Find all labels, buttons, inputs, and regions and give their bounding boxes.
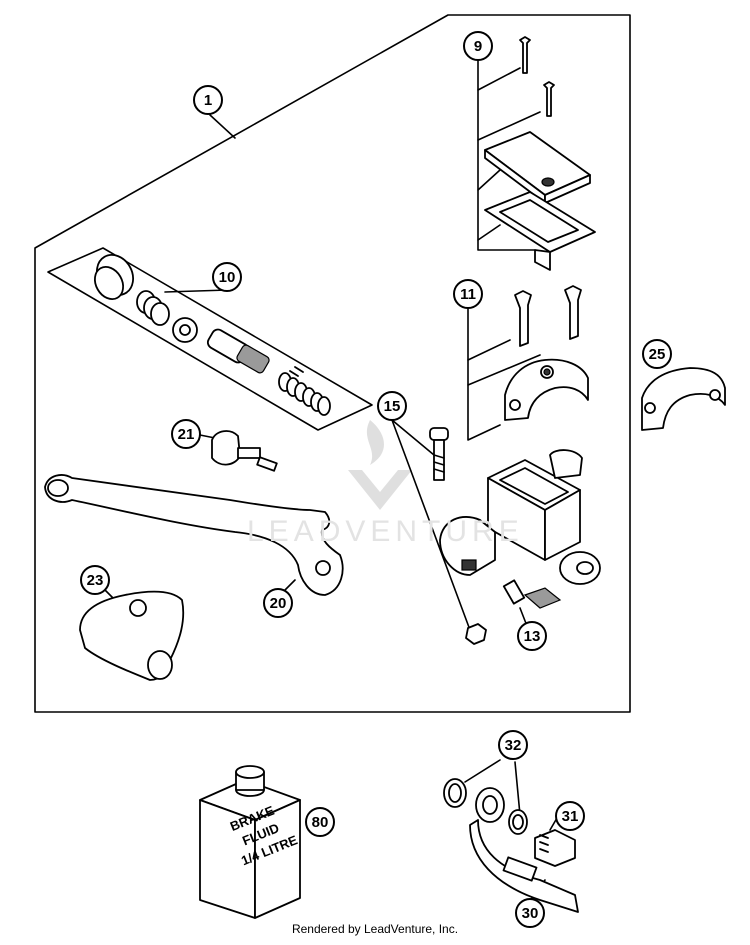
svg-text:21: 21 [178,426,195,443]
callout-11: 11 [453,279,483,309]
pivot-bolt [429,427,487,645]
svg-text:11: 11 [460,286,476,303]
callout-25: 25 [642,339,672,369]
brake-hose [443,778,579,913]
callout-13: 13 [517,621,547,651]
callout-30: 30 [515,898,545,928]
brake-fluid-bottle [199,765,301,919]
callout-10: 10 [212,262,242,292]
kit-outline [34,14,631,713]
footer-credit: Rendered by LeadVenture, Inc. [291,922,459,936]
reservoir-cover [484,36,596,271]
svg-text:15: 15 [384,398,401,415]
master-cylinder [439,449,601,585]
callout-32: 32 [498,730,528,760]
callout-80: 80 [305,807,335,837]
svg-text:13: 13 [524,628,541,645]
callout-9: 9 [463,31,493,61]
svg-text:31: 31 [562,808,579,825]
svg-text:32: 32 [505,737,522,754]
clamp-25 [641,367,726,431]
watermark-logo [348,420,412,510]
svg-text:80: 80 [312,814,329,831]
svg-text:30: 30 [522,905,539,922]
svg-text:20: 20 [270,595,287,612]
svg-text:1: 1 [204,92,212,109]
callout-21: 21 [171,419,201,449]
lever-cover [79,590,185,681]
svg-text:25: 25 [649,346,666,363]
handlebar-clamp [504,285,589,421]
brake-lever [44,474,344,596]
callout-23: 23 [80,565,110,595]
svg-text:9: 9 [474,38,482,55]
svg-text:10: 10 [219,269,236,286]
piston-kit [47,247,373,431]
callout-1: 1 [193,85,223,115]
callout-20: 20 [263,588,293,618]
callout-15: 15 [377,391,407,421]
adjuster-screw [211,430,278,472]
svg-text:23: 23 [87,572,104,589]
callout-31: 31 [555,801,585,831]
bleeder-valve [502,579,562,609]
watermark-text: LEADVENTURE [247,515,524,548]
